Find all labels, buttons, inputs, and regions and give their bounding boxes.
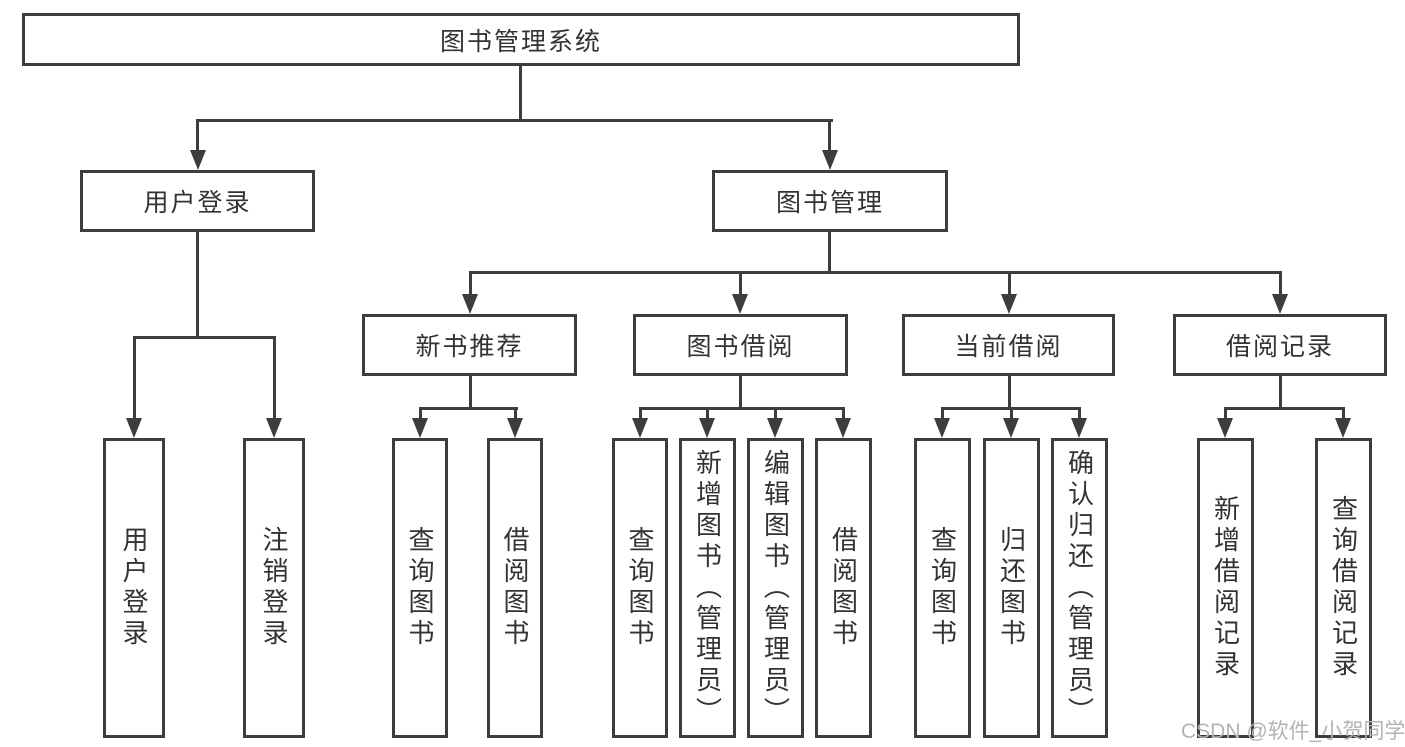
connector-borrow-records-hbar: [1224, 407, 1345, 410]
connector-arm-b3: [774, 407, 777, 420]
node-new-book-recommend-label: 新书推荐: [415, 333, 524, 361]
leaf-logout-label: 注销登录: [259, 526, 289, 650]
leaf-query-books-borrow: 查询图书: [612, 438, 668, 738]
leaf-query-books-current-label: 查询图书: [927, 526, 958, 650]
node-book-borrow: 图书借阅: [633, 314, 848, 376]
arrow-b4: [835, 418, 851, 438]
connector-arm-b4: [842, 407, 845, 420]
leaf-user-login: 用户登录: [103, 438, 165, 738]
node-root-label: 图书管理系统: [439, 27, 602, 56]
leaf-return-books-label: 归还图书: [996, 526, 1027, 650]
connector-arm-book-borrow: [739, 271, 742, 296]
leaf-query-books-current: 查询图书: [914, 438, 971, 738]
node-current-borrow: 当前借阅: [902, 314, 1115, 376]
arrow-leaf-logout: [266, 418, 282, 438]
node-user-login-label: 用户登录: [143, 189, 252, 217]
connector-arm-user-login: [196, 119, 199, 152]
leaf-borrow-books: 借阅图书: [815, 438, 872, 738]
connector-current-borrow-stem: [1008, 376, 1011, 410]
connector-root-hbar: [197, 119, 833, 122]
leaf-confirm-return-admin-label: 确认归还（管理员）: [1064, 448, 1095, 728]
leaf-query-books-recommend-label: 查询图书: [405, 526, 435, 650]
arrow-c3: [1071, 418, 1087, 438]
arrow-book-mgmt: [822, 150, 838, 170]
leaf-query-borrow-record-label: 查询借阅记录: [1328, 495, 1359, 681]
arrow-c1: [934, 418, 950, 438]
leaf-borrow-books-label: 借阅图书: [828, 526, 859, 650]
node-book-borrow-label: 图书借阅: [686, 333, 795, 361]
arrow-d2: [1335, 418, 1351, 438]
node-new-book-recommend: 新书推荐: [362, 314, 577, 376]
connector-book-mgmt-stem: [828, 232, 831, 274]
arrow-d1: [1217, 418, 1233, 438]
connector-arm-leaf-user-login: [133, 336, 136, 420]
leaf-return-books: 归还图书: [983, 438, 1040, 738]
arrow-borrow-records: [1272, 294, 1288, 314]
connector-arm-new-book: [469, 271, 472, 296]
connector-book-borrow-hbar: [639, 407, 845, 410]
arrow-book-borrow: [732, 294, 748, 314]
connector-new-book-stem: [469, 376, 472, 410]
node-book-management-label: 图书管理: [775, 189, 884, 217]
node-user-login: 用户登录: [80, 170, 315, 232]
connector-new-book-hbar: [419, 407, 518, 410]
arrow-b1: [632, 418, 648, 438]
arrow-leaf-user-login: [126, 418, 142, 438]
connector-arm-b2: [706, 407, 709, 420]
arrow-a2: [507, 418, 523, 438]
arrow-new-book: [462, 294, 478, 314]
connector-arm-d1: [1224, 407, 1227, 420]
leaf-borrow-books-recommend-label: 借阅图书: [500, 526, 530, 650]
node-borrow-records: 借阅记录: [1173, 314, 1387, 376]
leaf-add-borrow-record-label: 新增借阅记录: [1210, 495, 1241, 681]
connector-root-stem: [519, 66, 522, 122]
leaf-add-borrow-record: 新增借阅记录: [1197, 438, 1254, 738]
node-book-management: 图书管理: [712, 170, 948, 232]
leaf-add-books-admin: 新增图书（管理员）: [679, 438, 736, 738]
arrow-b2: [699, 418, 715, 438]
leaf-user-login-label: 用户登录: [119, 526, 149, 650]
connector-user-login-hbar: [133, 336, 276, 339]
csdn-watermark: CSDN @软件_小贺同学: [1181, 720, 1405, 743]
leaf-edit-books-admin: 编辑图书（管理员）: [747, 438, 804, 738]
connector-arm-c3: [1078, 407, 1081, 420]
connector-arm-book-mgmt: [828, 119, 831, 152]
connector-arm-a2: [514, 407, 517, 420]
connector-arm-b1: [639, 407, 642, 420]
leaf-add-books-admin-label: 新增图书（管理员）: [692, 448, 723, 728]
leaf-query-books-borrow-label: 查询图书: [625, 526, 655, 650]
arrow-a1: [412, 418, 428, 438]
arrow-c2: [1003, 418, 1019, 438]
connector-book-mgmt-hbar: [469, 271, 1282, 274]
connector-arm-c2: [1010, 407, 1013, 420]
connector-user-login-stem: [196, 232, 199, 339]
leaf-query-borrow-record: 查询借阅记录: [1315, 438, 1372, 738]
connector-arm-current-borrow: [1008, 271, 1011, 296]
node-current-borrow-label: 当前借阅: [954, 333, 1063, 361]
leaf-logout: 注销登录: [243, 438, 305, 738]
connector-borrow-records-stem: [1279, 376, 1282, 410]
node-borrow-records-label: 借阅记录: [1225, 333, 1334, 361]
connector-arm-a1: [419, 407, 422, 420]
arrow-b3: [767, 418, 783, 438]
leaf-query-books-recommend: 查询图书: [392, 438, 448, 738]
connector-book-borrow-stem: [739, 376, 742, 410]
leaf-edit-books-admin-label: 编辑图书（管理员）: [760, 448, 791, 728]
connector-arm-c1: [941, 407, 944, 420]
connector-arm-borrow-records: [1279, 271, 1282, 296]
connector-arm-d2: [1342, 407, 1345, 420]
arrow-user-login: [190, 150, 206, 170]
arrow-current-borrow: [1001, 294, 1017, 314]
leaf-confirm-return-admin: 确认归还（管理员）: [1051, 438, 1108, 738]
connector-arm-leaf-logout: [273, 336, 276, 420]
leaf-borrow-books-recommend: 借阅图书: [487, 438, 543, 738]
node-root: 图书管理系统: [22, 13, 1020, 66]
